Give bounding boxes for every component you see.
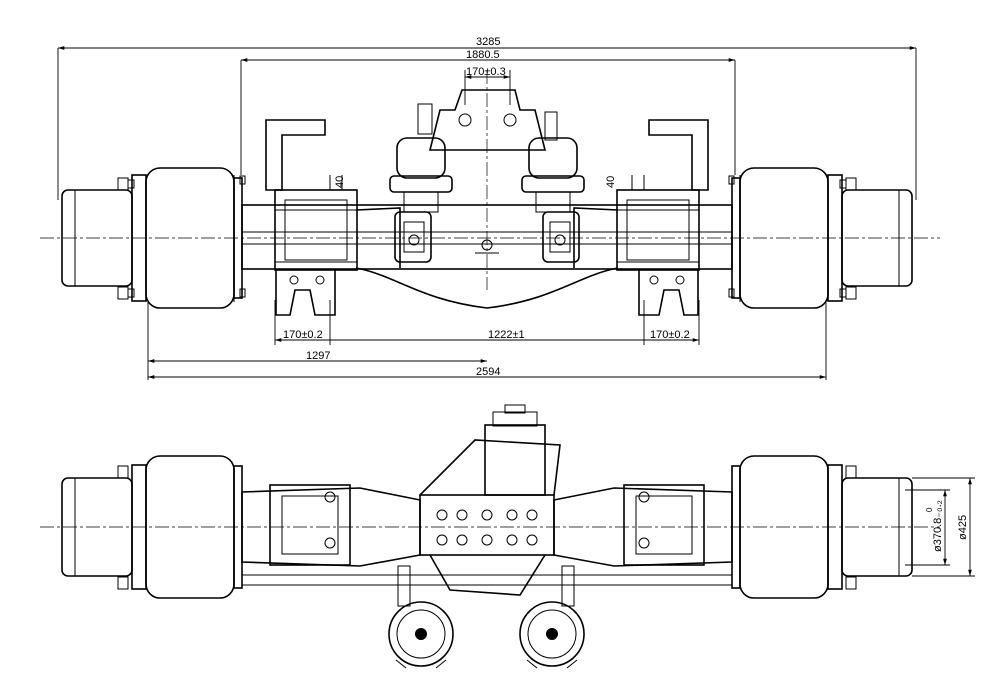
dimension-mid: 1880.5	[240, 49, 736, 175]
dim-pad-right-label: 170±0.2	[650, 329, 690, 341]
side-axle-housing	[241, 484, 733, 586]
dim-left-small-label: 40	[334, 176, 346, 188]
dim-inner-tolerance-label: 0	[925, 507, 934, 512]
right-round-brake-chamber	[519, 565, 585, 669]
dimension-half: 1297	[147, 300, 487, 380]
left-brake-drum	[61, 167, 246, 309]
right-spring-seat: 40	[605, 119, 709, 316]
dim-outer-diameter-label: ø425	[957, 515, 969, 540]
dimension-diameters: ø370.8₋₀.₂ 0 ø425	[905, 477, 975, 577]
differential-carrier	[419, 404, 561, 596]
top-view: 3285 1880.5 170±0.3	[40, 36, 940, 380]
side-view: ø370.8₋₀.₂ 0 ø425	[40, 404, 975, 669]
left-round-brake-chamber	[388, 565, 454, 669]
dimension-overall: 3285	[57, 36, 917, 200]
side-right-brake-drum	[731, 455, 913, 599]
center-bracket	[417, 89, 558, 254]
dim-right-small-label: 40	[605, 176, 617, 188]
dim-track-label: 2594	[476, 366, 500, 378]
dimension-pads: 170±0.2 1222±1 170±0.2	[274, 300, 700, 345]
dim-inner-diameter-label: ø370.8₋₀.₂	[932, 500, 944, 552]
axle-housing	[241, 204, 733, 309]
dim-bracket-label: 170±0.3	[466, 66, 506, 78]
dim-half-label: 1297	[306, 350, 330, 362]
right-brake-drum	[728, 167, 913, 309]
right-brake-chamber	[521, 137, 585, 263]
left-brake-chamber	[389, 137, 453, 263]
dim-pad-left-label: 170±0.2	[283, 329, 323, 341]
left-spring-seat: 40	[265, 119, 358, 316]
dimension-bracket: 170±0.3	[464, 66, 511, 105]
dimension-track: 2594	[148, 300, 827, 380]
dim-overall-label: 3285	[476, 36, 500, 48]
dim-center-label: 1222±1	[488, 329, 525, 341]
dim-mid-label: 1880.5	[466, 49, 500, 61]
